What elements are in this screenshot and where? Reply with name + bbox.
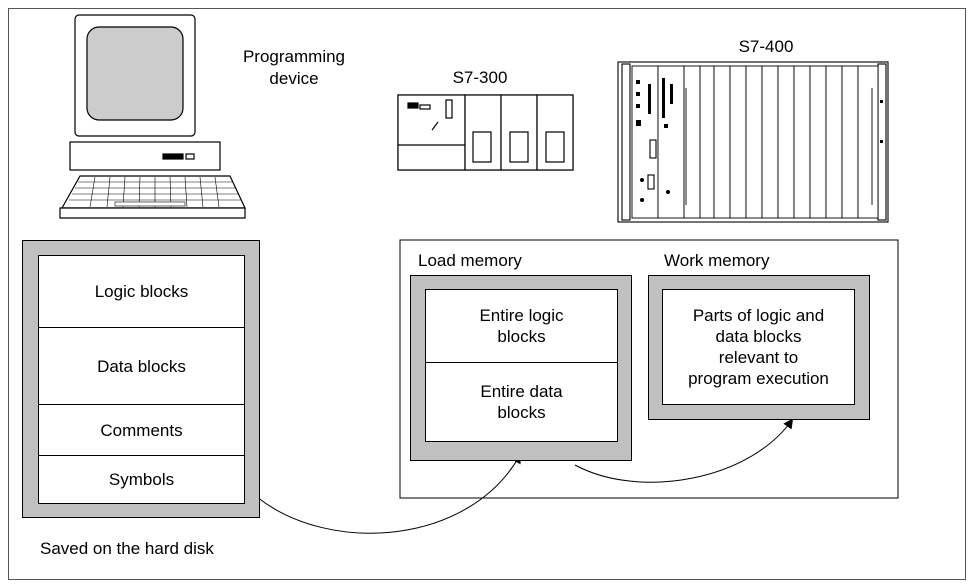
s7-300-plc-icon <box>397 94 574 171</box>
disk-block-symbols: Symbols <box>39 456 244 503</box>
disk-block-list: Logic blocks Data blocks Comments Symbol… <box>38 255 245 504</box>
work-memory-content: Parts of logic and data blocks relevant … <box>662 289 855 405</box>
computer-icon <box>59 14 246 219</box>
load-memory-content: Entire logic blocks Entire data blocks <box>425 289 618 442</box>
s7-400-label: S7-400 <box>738 37 794 56</box>
load-memory-title: Load memory <box>418 251 522 270</box>
cpu-memory-box <box>399 239 899 499</box>
hard-disk-caption: Saved on the hard disk <box>40 539 214 558</box>
arrow-disk-to-load <box>256 453 521 534</box>
s7-300-label: S7-300 <box>452 68 508 87</box>
work-memory-text: Parts of logic and data blocks relevant … <box>663 290 854 404</box>
disk-block-comments: Comments <box>39 405 244 456</box>
arrow-load-to-work <box>574 418 794 483</box>
disk-block-logic: Logic blocks <box>39 256 244 328</box>
load-memory-data-blocks: Entire data blocks <box>426 363 617 441</box>
diagram-frame <box>8 8 966 580</box>
disk-block-data: Data blocks <box>39 328 244 405</box>
load-memory-logic-blocks: Entire logic blocks <box>426 290 617 363</box>
s7-400-plc-icon <box>617 61 889 223</box>
work-memory-title: Work memory <box>664 251 770 270</box>
programming-device-label: Programming device <box>242 47 346 88</box>
